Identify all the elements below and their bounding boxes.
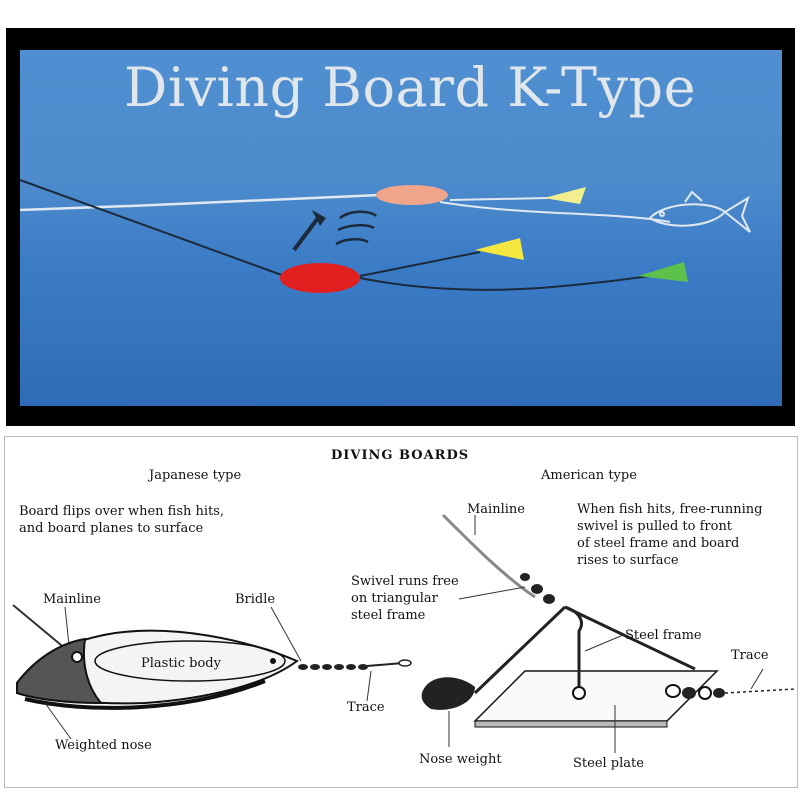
motion-lines [335,210,377,246]
japanese-trace-line [366,662,404,667]
japanese-trace-label: Trace [347,700,385,715]
american-description: When fish hits, free-running swivel is p… [577,502,763,568]
bridle-pointer [270,606,302,662]
yellow-lure [475,238,524,260]
swivel-label: Swivel runs free on triangular steel fra… [351,574,459,623]
japanese-description: Board flips over when fish hits, and boa… [19,504,225,536]
orange-diving-board [376,185,448,205]
american-trace-pointer [750,668,764,690]
lower-mainline [20,179,291,279]
steel-frame [473,605,696,695]
japanese-swivel-chain [298,664,368,670]
bridle-label: Bridle [235,592,276,607]
weighted-nose-label: Weighted nose [55,738,152,753]
pale-yellow-lure [544,187,586,204]
page-title: Diving Board K-Type [123,56,697,119]
japanese-type-title: Japanese type [149,468,242,483]
rising-arrow-icon [292,210,326,252]
frame-post-base [572,686,586,700]
plastic-body-oval [94,640,286,682]
diving-boards-drawing [12,513,796,753]
plastic-body-label: Plastic body [141,656,221,671]
fish-icon [648,190,751,233]
nose-weight-block [421,677,475,710]
upper-lure-trace [449,197,549,201]
water-illustration [20,50,782,406]
american-type-title: American type [541,468,637,483]
japanese-mainline-pointer [64,606,70,646]
swivel-pointer [458,586,526,600]
japanese-trace-pointer [366,670,372,702]
lower-trace [359,275,651,291]
american-mainline [441,513,536,599]
japanese-nose-eye [71,651,83,663]
american-trace-line [724,688,796,694]
weighted-nose-pointer [44,702,72,740]
american-mainline-label: Mainline [467,502,525,517]
american-trace-swivel [665,684,725,700]
upper-mainline [20,193,381,212]
steel-frame-pointer [584,634,624,652]
japanese-mainline-label: Mainline [43,592,101,607]
k-type-scene [20,179,751,293]
steel-frame-label: Steel frame [625,628,702,643]
board-shadow [24,679,266,710]
green-lure [638,262,688,282]
lower-bridle [359,251,481,277]
diagram-heading: DIVING BOARDS [331,448,470,463]
steel-plate-label: Steel plate [573,756,644,771]
japanese-trace-end [398,659,412,667]
japanese-tail-eye [270,658,276,664]
steel-plate [473,670,719,722]
steel-plate-edge [474,720,668,728]
upper-trace [439,201,671,223]
diving-boards-diagram-panel: DIVING BOARDS Japanese type Board flips … [4,436,798,788]
american-trace-label: Trace [731,648,769,663]
nose-weight-label: Nose weight [419,752,502,767]
american-swivel [520,573,555,604]
red-diving-board [280,263,360,293]
